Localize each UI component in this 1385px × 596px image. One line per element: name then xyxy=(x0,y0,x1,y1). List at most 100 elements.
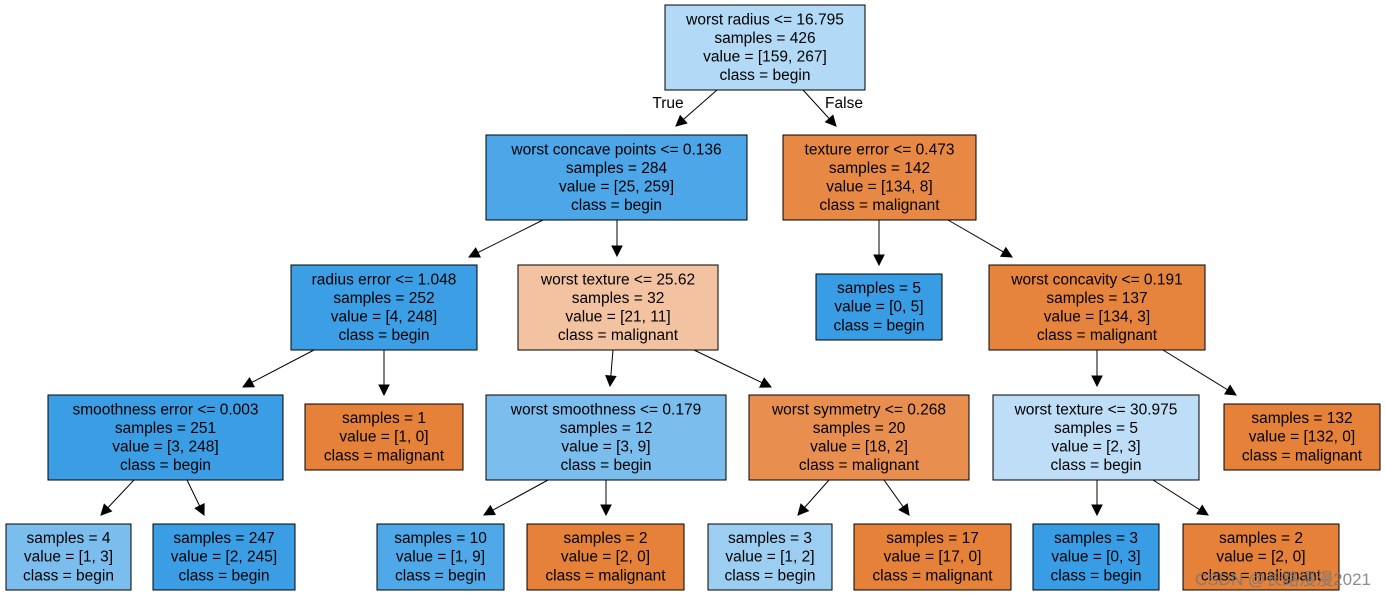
edge-line xyxy=(186,479,201,507)
tree-edge xyxy=(605,349,617,388)
node-box xyxy=(1182,523,1340,591)
edge-line xyxy=(251,349,315,383)
arrowhead-icon xyxy=(600,504,612,517)
watermark-text: CSDN @长路漫漫2021 xyxy=(1195,570,1371,589)
node-text-line: value = [1, 9] xyxy=(396,549,485,566)
node-text-line: class = begin xyxy=(834,317,925,334)
node-text-line: class = malignant xyxy=(1242,447,1363,464)
node-text-line: class = begin xyxy=(1051,457,1142,474)
node-text-line: value = [134, 3] xyxy=(1044,309,1150,326)
node-text-line: class = malignant xyxy=(545,567,666,584)
node-text-line: samples = 137 xyxy=(1046,290,1147,307)
edge-line xyxy=(107,479,135,509)
arrowhead-icon xyxy=(1091,504,1103,517)
leaf-node: samples = 5 value = [0, 5]class = begin xyxy=(815,273,943,341)
node-text-line: class = begin xyxy=(179,567,270,584)
node-text-line: class = begin xyxy=(395,567,486,584)
node-box xyxy=(485,394,727,481)
node-box xyxy=(526,523,685,591)
tree-edge: False xyxy=(802,89,863,127)
node-text-line: class = malignant xyxy=(1201,567,1322,584)
node-text-line: value = [134, 8] xyxy=(826,179,932,196)
node-text-line: samples = 4 xyxy=(26,530,110,547)
node-text-line: samples = 142 xyxy=(829,160,930,177)
node-box xyxy=(290,264,478,351)
arrowhead-icon xyxy=(824,114,837,127)
tree-edge xyxy=(242,349,315,388)
node-text-line: class = begin xyxy=(720,67,811,84)
node-box xyxy=(1223,403,1381,471)
arrowhead-icon xyxy=(194,503,205,517)
node-box xyxy=(5,523,132,591)
node-text-line: class = malignant xyxy=(872,567,993,584)
node-text-line: value = [17, 0] xyxy=(884,549,982,566)
node-box xyxy=(992,394,1200,481)
edge-line xyxy=(492,479,549,511)
arrowhead-icon xyxy=(100,503,113,516)
arrowhead-icon xyxy=(873,254,885,267)
edge-line xyxy=(1162,349,1228,391)
tree-edge xyxy=(873,220,885,267)
node-text-line: value = [4, 248] xyxy=(331,309,437,326)
node-text-line: samples = 132 xyxy=(1251,410,1352,427)
node-text-line: value = [2, 0] xyxy=(561,549,650,566)
node-text-line: samples = 284 xyxy=(566,160,668,177)
edge-line xyxy=(802,89,830,119)
arrowhead-icon xyxy=(898,503,910,516)
node-box xyxy=(664,4,866,91)
node-text-line: class = begin xyxy=(1051,567,1142,584)
tree-edge xyxy=(186,479,205,517)
node-text-line: samples = 251 xyxy=(115,420,216,437)
node-text-line: class = begin xyxy=(339,327,430,344)
node-text-line: samples = 5 xyxy=(837,280,921,297)
node-box xyxy=(748,394,970,481)
tree-edge xyxy=(468,219,544,258)
node-text-line: value = [25, 259] xyxy=(559,179,674,196)
node-text-line: samples = 2 xyxy=(1219,530,1303,547)
node-text-line: worst symmetry <= 0.268 xyxy=(771,401,946,418)
node-text-line: value = [3, 248] xyxy=(112,439,218,456)
node-text-line: class = malignant xyxy=(1037,327,1158,344)
node-text-line: worst texture <= 30.975 xyxy=(1014,401,1178,418)
arrowhead-icon xyxy=(468,247,481,258)
node-text-line: value = [2, 245] xyxy=(171,549,277,566)
node-box xyxy=(517,264,719,351)
node-text-line: value = [2, 3] xyxy=(1051,439,1140,456)
node-box xyxy=(707,523,833,591)
node-text-line: class = begin xyxy=(725,567,816,584)
node-box xyxy=(988,264,1206,351)
node-box xyxy=(376,523,505,591)
tree-edge xyxy=(693,349,773,388)
node-box xyxy=(815,273,943,341)
node-text-line: value = [0, 5] xyxy=(834,299,923,316)
edge-line xyxy=(693,349,763,384)
node-text-line: samples = 12 xyxy=(560,420,653,437)
node-text-line: smoothness error <= 0.003 xyxy=(72,401,258,418)
tree-edge xyxy=(378,350,390,397)
arrowhead-icon xyxy=(242,376,255,388)
node-text-line: class = malignant xyxy=(324,447,445,464)
arrowhead-icon xyxy=(1091,375,1103,388)
node-text-line: value = [18, 2] xyxy=(810,439,908,456)
edge-label: False xyxy=(825,95,863,112)
decision-node: smoothness error <= 0.003 samples = 251 va… xyxy=(47,394,284,481)
node-box xyxy=(152,523,296,591)
edge-label: True xyxy=(652,95,683,112)
node-text-line: class = begin xyxy=(23,567,114,584)
tree-edge xyxy=(483,479,549,516)
node-text-line: value = [1, 0] xyxy=(339,429,428,446)
tree-edge xyxy=(947,219,1013,258)
arrowhead-icon xyxy=(1000,246,1013,258)
node-box xyxy=(1032,523,1160,591)
